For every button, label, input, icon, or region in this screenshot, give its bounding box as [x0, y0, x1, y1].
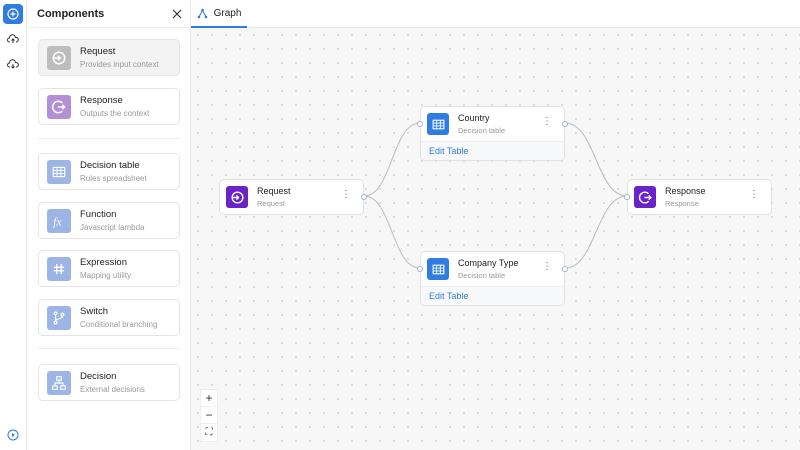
- node-subtitle: Decision table: [458, 271, 506, 280]
- component-icon: fx: [47, 208, 71, 233]
- component-icon: [47, 256, 71, 281]
- fit-view-button[interactable]: ⛶: [205, 427, 213, 438]
- add-button[interactable]: [3, 4, 23, 24]
- node-title: Company Type: [458, 258, 519, 268]
- component-title: Request: [80, 46, 116, 57]
- close-icon[interactable]: [172, 9, 182, 19]
- component-subtitle: Outputs the context: [80, 109, 150, 118]
- output-handle[interactable]: [361, 194, 367, 200]
- play-circle-icon: [7, 429, 19, 441]
- tab-graph[interactable]: Graph: [191, 0, 247, 28]
- component-subtitle: Conditional branching: [80, 320, 158, 329]
- component-icon: [47, 45, 71, 70]
- component-icon: [47, 305, 71, 330]
- component-icon: [47, 370, 71, 395]
- component-icon: [47, 94, 71, 119]
- divider: [38, 348, 180, 349]
- edit-table-link[interactable]: Edit Table: [421, 141, 564, 160]
- function-icon: fx: [53, 216, 61, 228]
- more-options-icon[interactable]: ⋮: [542, 261, 552, 272]
- component-subtitle: Mapping utility: [80, 271, 132, 280]
- node-subtitle: Request: [257, 199, 285, 208]
- node-subtitle: Response: [665, 199, 699, 208]
- component-subtitle: Javascript lambda: [80, 223, 145, 232]
- cloud-upload-icon: [7, 34, 19, 43]
- login-icon: [230, 190, 244, 204]
- output-handle[interactable]: [562, 121, 568, 127]
- input-handle[interactable]: [624, 194, 630, 200]
- panel-title: Components: [37, 7, 105, 20]
- node-title: Response: [665, 186, 706, 196]
- component-subtitle: Provides input context: [80, 60, 159, 69]
- component-title: Function: [80, 209, 117, 220]
- node-title: Request: [257, 186, 291, 196]
- component-title: Response: [80, 95, 123, 106]
- zoom-controls: + − ⛶: [200, 389, 218, 442]
- divider: [38, 138, 180, 139]
- edge-country-response: [564, 122, 628, 197]
- component-icon: [47, 159, 71, 184]
- left-rail: [0, 0, 27, 450]
- graph-icon: [197, 8, 207, 18]
- component-title: Expression: [80, 257, 127, 268]
- node-title: Country: [458, 113, 490, 123]
- more-options-icon[interactable]: ⋮: [749, 189, 759, 200]
- component-title: Switch: [80, 306, 108, 317]
- zoom-in-button[interactable]: +: [201, 390, 217, 407]
- tab-bar: Graph: [191, 0, 800, 28]
- input-handle[interactable]: [417, 266, 423, 272]
- cloud-download-icon: [7, 59, 19, 69]
- component-title: Decision table: [80, 160, 140, 171]
- node-subtitle: Decision table: [458, 126, 506, 135]
- svg-text:fx: fx: [53, 216, 61, 228]
- node-icon: [427, 113, 449, 135]
- hash-icon: [53, 263, 65, 274]
- output-handle[interactable]: [562, 266, 568, 272]
- node-icon: [634, 186, 656, 208]
- edge-company-response: [564, 195, 628, 269]
- edge-request-company: [363, 195, 421, 269]
- input-handle[interactable]: [417, 121, 423, 127]
- more-options-icon[interactable]: ⋮: [542, 116, 552, 127]
- upload-button[interactable]: [3, 29, 23, 49]
- component-title: Decision: [80, 371, 117, 382]
- table-icon: [432, 119, 444, 129]
- logout-icon: [638, 190, 652, 204]
- graph-canvas[interactable]: [191, 0, 800, 450]
- plus-circle-icon: [7, 8, 19, 20]
- component-subtitle: External decisions: [80, 385, 145, 394]
- node-icon: [427, 258, 449, 280]
- zoom-out-button[interactable]: −: [201, 407, 217, 424]
- component-subtitle: Rules spreadsheet: [80, 174, 147, 183]
- download-button[interactable]: [3, 54, 23, 74]
- login-icon: [52, 51, 66, 64]
- edit-table-link[interactable]: Edit Table: [421, 286, 564, 305]
- tab-label: Graph: [213, 7, 242, 19]
- edge-request-country: [363, 122, 421, 197]
- hierarchy-icon: [52, 375, 66, 390]
- logout-icon: [51, 100, 66, 113]
- table-icon: [432, 264, 444, 274]
- node-icon: [226, 186, 248, 208]
- more-options-icon[interactable]: ⋮: [341, 189, 351, 200]
- run-button[interactable]: [3, 425, 23, 445]
- branch-icon: [53, 310, 65, 325]
- table-icon: [52, 166, 66, 177]
